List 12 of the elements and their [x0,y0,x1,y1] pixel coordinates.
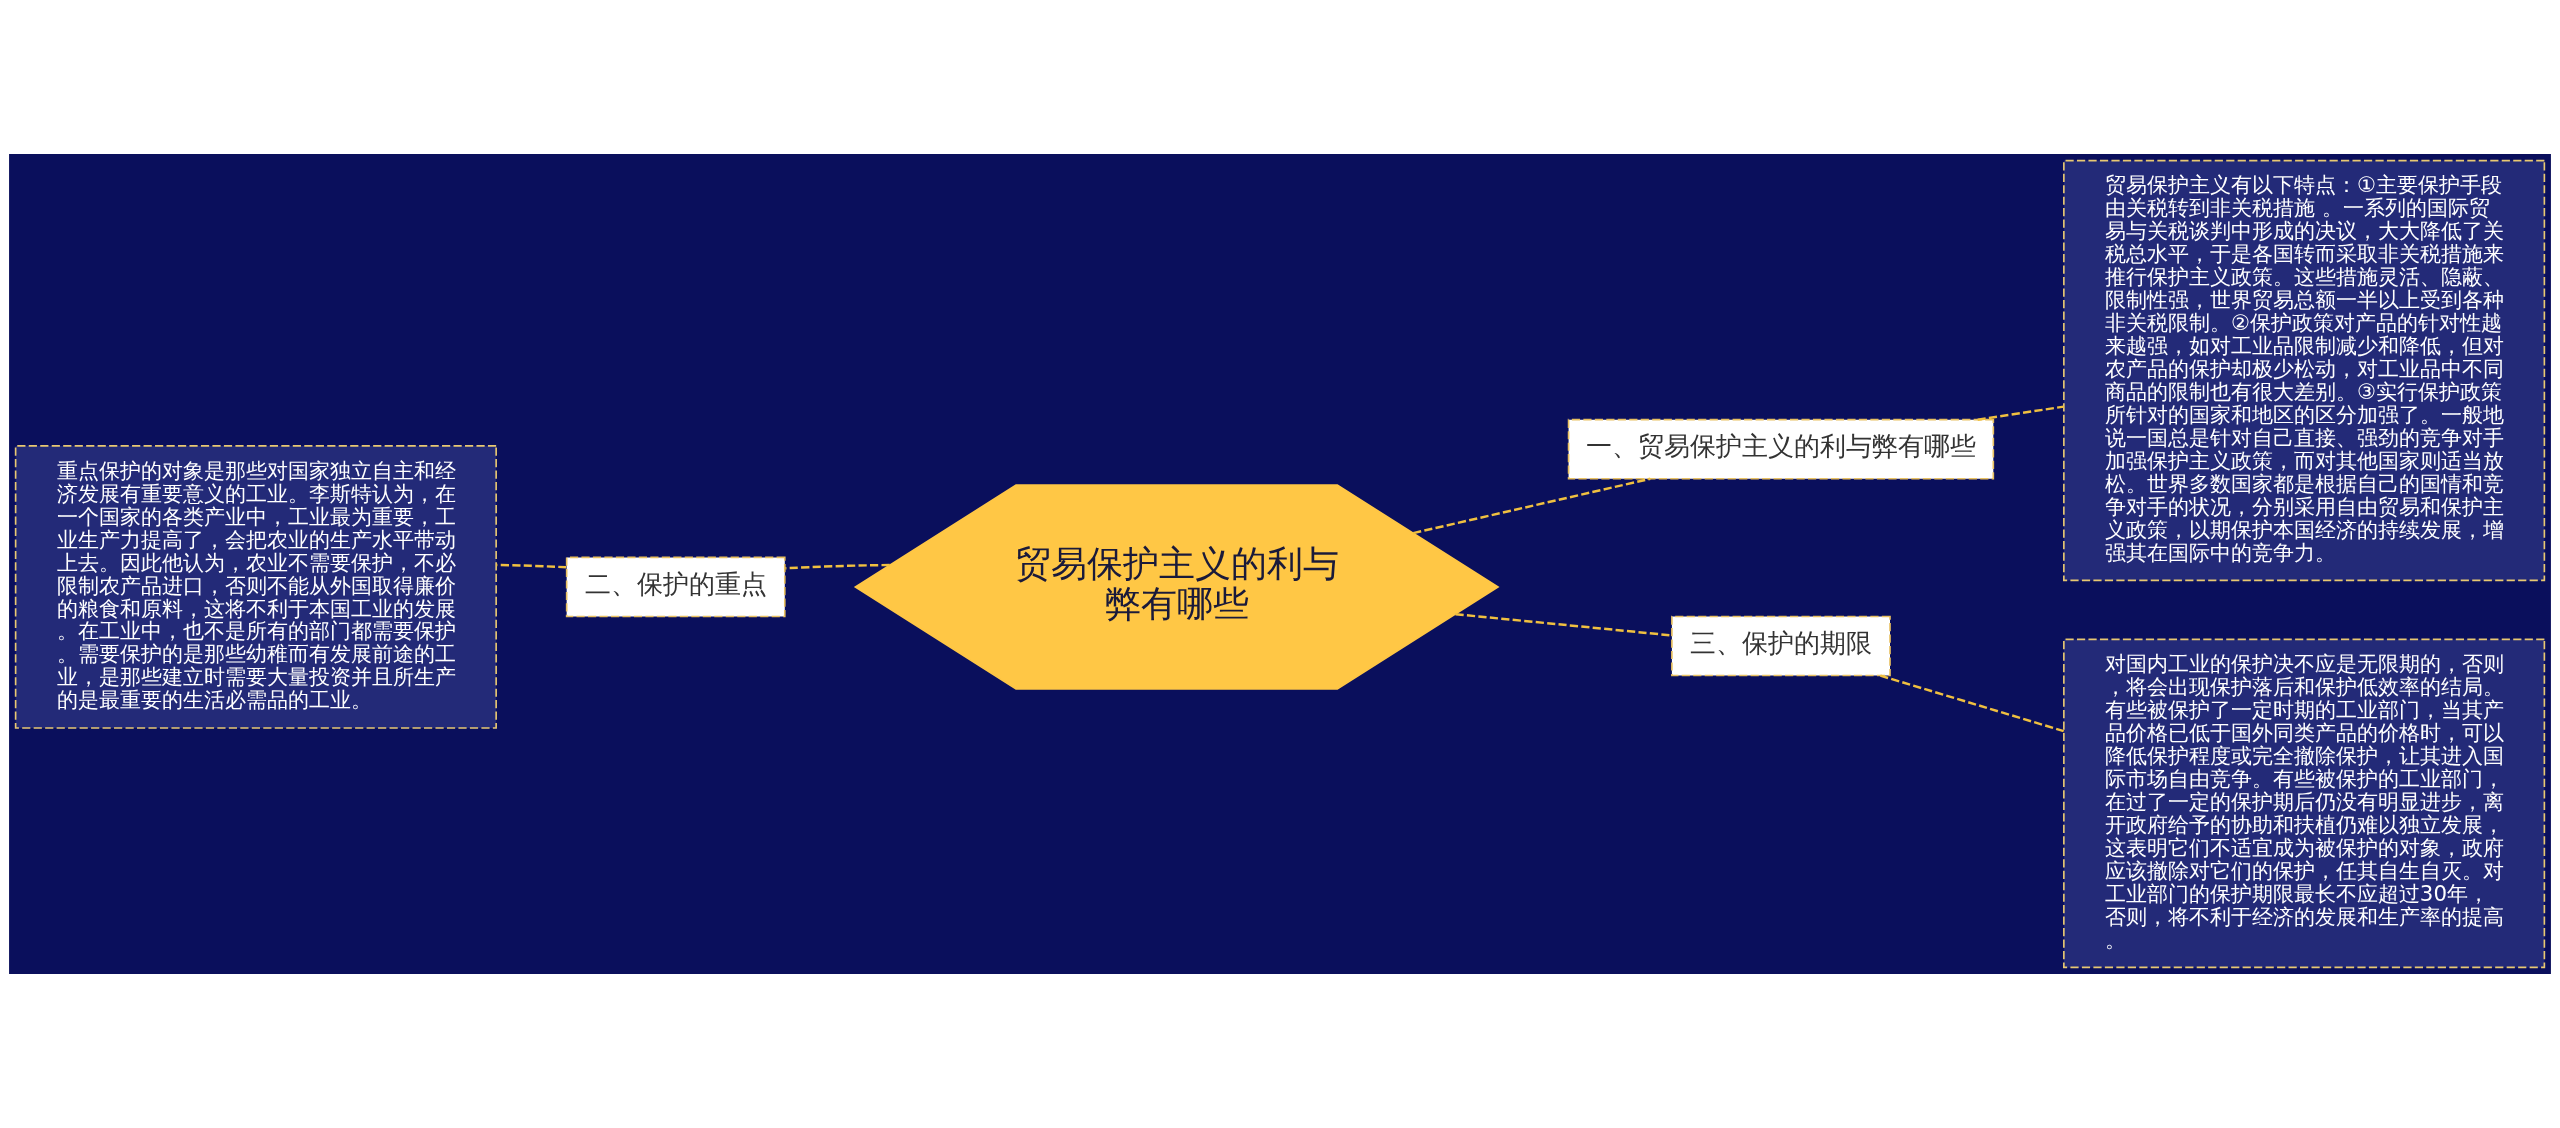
node-box: 三、保护的期限 [1671,615,1891,677]
connector [1413,477,1651,535]
node-box: 对国内工业的保护决不应是无限期的，否则，将会出现保护落后和保护低效率的结局。有些被保护了一定时期的工业部门，当其产品价格已低于国外同类产品的价格时，可以降低保护程度或完全撤除保护，让其进入国际市场自由竞争。有些被保护的工业部门，在过了一定的保护期后仍没有明显进步，离开政府给予的协助和扶植仍难以独立发展，这表明它们不适宜成为被保护的对象，政府应该撤除对它们的保护，任其自生自灭。对工业部门的保护期限最长不应超过30年，否则，将不利于经济的发展和生产率的提高。 [2063,638,2546,969]
connector [785,563,890,570]
node-box: 重点保护的对象是那些对国家独立自主和经济发展有重要意义的工业。李斯特认为，在一个国家的各类产业中，工业最为重要，工业生产力提高了，会把农业的生产水平带动上去。因此他认为，农业不需要保护，不必限制农产品进口，否则不能从外国取得廉价的粮食和原料，这将不利于本国工业的发展。在工业中，也不是所有的部门都需要保护。需要保护的是那些幼稚而有发展前途的工业，是那些建立时需要大量投资并且所生产的是最重要的生活必需品的工业。 [14,445,497,729]
node-box: 贸易保护主义有以下特点：①主要保护手段由关税转到非关税措施 。一系列的国际贸易与关税谈判中形成的决议，大大降低了关税总水平，于是各国转而采取非关税措施来推行保护主义政策。这些措施灵活、隐蔽、限制性强，世界贸易总额一半以上受到各种非关税限制。②保护政策对产品的针对性越来越强，如对工业品限制减少和降低，但对农产品的保护却极少松动，对工业品中不同商品的限制也有很大差别。③实行保护政策所针对的国家和地区的区分加强了。一般地说一国总是针对自己直接、强劲的竞争对手加强保护主义政策，而对其他国家则适当放松。世界多数国家都是根据自己的国情和竞争对手的状况，分别采用自由贸易和保护主义政策，以期保护本国经济的持续发展，增强其在国际中的竞争力。 [2063,159,2546,582]
connector [496,563,567,569]
node-box: 一、贸易保护主义的利与弊有哪些 [1567,418,1995,480]
connector [1455,612,1672,637]
connector [1880,674,2065,733]
connector [1977,405,2064,421]
node-box: 二、保护的重点 [565,556,786,618]
